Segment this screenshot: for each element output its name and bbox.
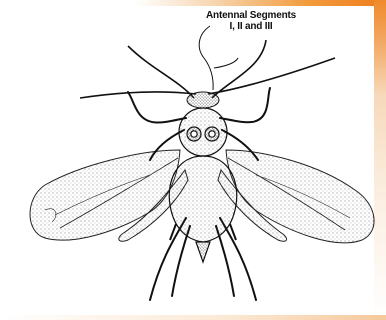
label-line-2: I, II and III <box>196 21 306 32</box>
antennae <box>80 40 335 98</box>
annotation-leader-line <box>199 26 213 90</box>
aphid-abdomen <box>169 156 237 262</box>
antennal-segments-label: Antennal Segments I, II and III <box>196 10 306 32</box>
right-wing <box>226 150 374 243</box>
left-wing <box>30 150 180 240</box>
aphid-thorax <box>179 108 227 156</box>
label-line-1: Antennal Segments <box>196 10 306 21</box>
aphid-head <box>187 92 219 108</box>
